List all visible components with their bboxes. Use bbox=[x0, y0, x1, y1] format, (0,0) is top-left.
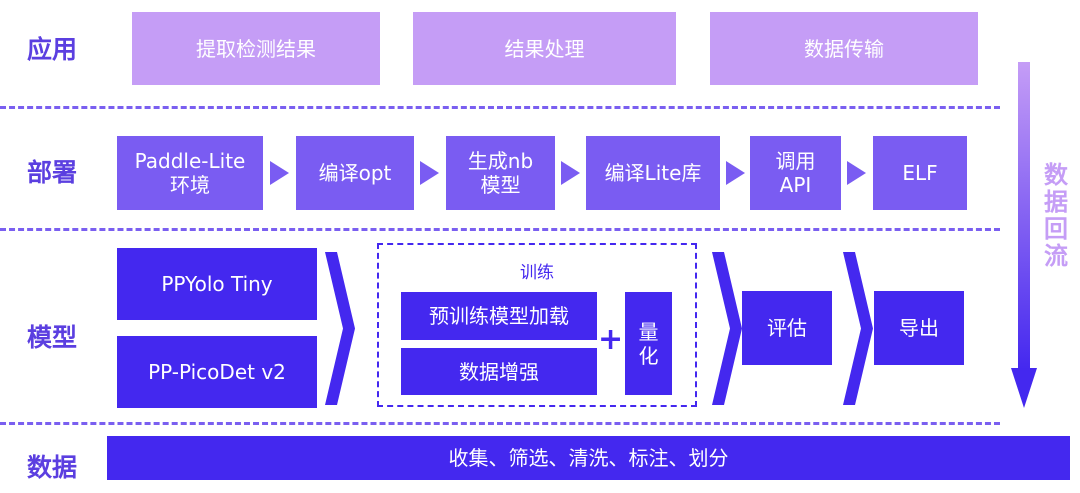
chevron-arrow-3 bbox=[843, 252, 873, 405]
deploy-box-call-api: 调用 API bbox=[750, 136, 841, 210]
row-label-app: 应用 bbox=[27, 35, 78, 64]
train-box-pretrained-load: 预训练模型加载 bbox=[401, 292, 597, 340]
row-label-deploy: 部署 bbox=[27, 158, 78, 187]
feedback-arrow-shaft bbox=[1018, 62, 1030, 370]
app-box-extract-results: 提取检测结果 bbox=[132, 12, 380, 85]
feedback-label: 数 据 回 流 bbox=[1044, 161, 1068, 270]
arrow-deploy-4 bbox=[726, 161, 745, 185]
deploy-box-paddle-lite-env: Paddle-Lite 环境 bbox=[117, 136, 263, 210]
training-frame bbox=[377, 243, 697, 407]
model-box-ppyolo-tiny: PPYolo Tiny bbox=[117, 248, 317, 320]
model-box-export: 导出 bbox=[874, 291, 964, 365]
arrow-deploy-3 bbox=[561, 161, 580, 185]
model-box-evaluate: 评估 bbox=[742, 291, 832, 365]
row-label-data: 数据 bbox=[27, 453, 78, 482]
model-box-pp-picodet-v2: PP-PicoDet v2 bbox=[117, 336, 317, 408]
train-box-data-augmentation: 数据增强 bbox=[401, 348, 597, 395]
data-bar: 收集、筛选、清洗、标注、划分 bbox=[107, 436, 1070, 480]
arrow-deploy-2 bbox=[420, 161, 439, 185]
divider-app-deploy bbox=[0, 106, 1000, 109]
divider-deploy-model bbox=[0, 228, 1000, 231]
train-box-quantize: 量 化 bbox=[625, 292, 672, 395]
deploy-box-compile-lite-lib: 编译Lite库 bbox=[586, 136, 720, 210]
chevron-arrow-1 bbox=[325, 252, 355, 405]
divider-model-data bbox=[0, 422, 1000, 425]
app-box-data-transfer: 数据传输 bbox=[710, 12, 978, 85]
chevron-arrow-2 bbox=[712, 252, 742, 405]
deploy-box-elf: ELF bbox=[873, 136, 967, 210]
deploy-box-generate-nb-model: 生成nb 模型 bbox=[446, 136, 555, 210]
arrow-deploy-1 bbox=[270, 161, 289, 185]
app-box-result-processing: 结果处理 bbox=[413, 12, 676, 85]
arrow-deploy-5 bbox=[847, 161, 866, 185]
row-label-model: 模型 bbox=[27, 323, 78, 352]
plus-icon: + bbox=[598, 322, 624, 357]
feedback-arrow-head bbox=[1011, 368, 1037, 408]
training-title: 训练 bbox=[520, 263, 554, 283]
deploy-box-compile-opt: 编译opt bbox=[296, 136, 414, 210]
